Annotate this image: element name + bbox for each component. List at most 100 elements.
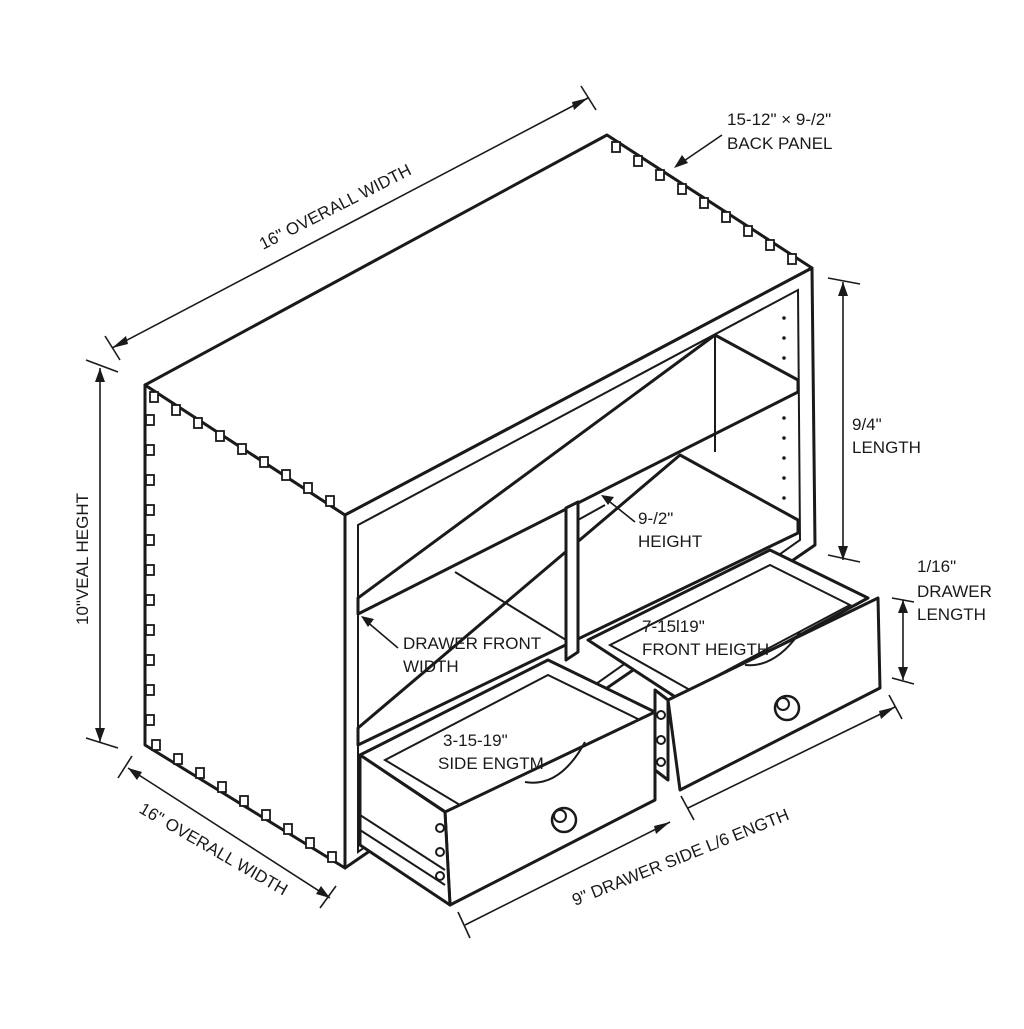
dovetail [303, 482, 313, 494]
left-drawer[interactable] [358, 658, 657, 907]
dovetail [145, 624, 155, 636]
arrowhead [838, 546, 848, 560]
runner-line [359, 814, 446, 871]
dim-tick [104, 335, 121, 361]
dim-drawer-side-left [464, 821, 671, 926]
dimension-lines [85, 85, 915, 939]
label-side-length: SIDE ENGTM [438, 754, 544, 773]
shelf-pin-dots [782, 316, 786, 500]
dovetail [633, 155, 643, 167]
dovetails-top-front [149, 391, 335, 507]
arrowhead [112, 336, 128, 348]
runner-line [359, 829, 446, 886]
arrowhead [898, 667, 908, 680]
dovetail [261, 809, 271, 821]
dovetail [677, 183, 687, 195]
label-front-height-value: 7-15l19" [642, 617, 705, 636]
center-divider [564, 500, 580, 662]
dim-tick [85, 359, 119, 373]
dovetail [787, 253, 797, 265]
label-drawer-front-width-2: WIDTH [403, 657, 459, 676]
interior-line [454, 571, 567, 641]
dovetail [239, 795, 249, 807]
dovetail [655, 169, 665, 181]
upper-shelf [356, 333, 800, 616]
arrowhead [674, 155, 688, 168]
dovetail [721, 211, 731, 223]
arrowhead [128, 768, 142, 780]
arrowhead [316, 886, 330, 898]
right-drawer-front[interactable] [666, 596, 882, 792]
dim-tick [580, 85, 597, 111]
arrowhead [95, 368, 105, 382]
dovetail [145, 684, 155, 696]
label-front-height: FRONT HEIGTH [642, 640, 769, 659]
label-back-panel: BACK PANEL [727, 134, 833, 153]
dovetail [145, 564, 155, 576]
dovetail [145, 474, 155, 486]
drawer-screw [656, 757, 666, 767]
label-overall-height: 10"VEAL HEGHT [73, 493, 92, 625]
dovetail [327, 851, 337, 863]
dim-tick [891, 677, 915, 685]
drawer-front-leader [364, 619, 399, 649]
drawer-screw [656, 710, 666, 720]
dovetail [145, 444, 155, 456]
dovetails-top-back [611, 141, 797, 265]
dim-tick [457, 911, 471, 939]
arrowhead [95, 728, 105, 742]
dovetail [215, 430, 225, 442]
interior-line [577, 504, 606, 521]
dovetail [145, 714, 155, 726]
dim-bottom-width [127, 767, 331, 899]
knob-highlight [776, 697, 790, 711]
dovetail [145, 504, 155, 516]
dim-tick [117, 755, 133, 779]
label-right-length: LENGTH [852, 438, 921, 457]
dim-tick [680, 795, 695, 821]
label-drawer-front-width-1: DRAWER FRONT [403, 634, 541, 653]
knob-highlight [553, 809, 567, 823]
dovetail [305, 837, 315, 849]
arrowhead [879, 707, 895, 719]
label-shelf-height: HEIGHT [638, 532, 702, 551]
dovetails-bottom [151, 739, 337, 863]
dovetail [281, 469, 291, 481]
right-drawer[interactable] [586, 548, 882, 792]
arrowhead [361, 616, 374, 627]
dovetails-left-edge [145, 414, 155, 726]
dovetail [145, 414, 155, 426]
dovetail [173, 753, 183, 765]
label-back-panel-dim: 15-12" × 9-/2" [727, 110, 831, 129]
label-drawer-length-1: DRAWER [917, 582, 992, 601]
dovetail [259, 456, 269, 468]
label-side-length-value: 3-15-19" [443, 731, 508, 750]
dovetail [171, 404, 181, 416]
dim-tick [85, 737, 119, 749]
dim-drawer-side-right [687, 706, 896, 809]
right-drawer-box-inner [607, 563, 853, 692]
arrowhead [838, 282, 848, 296]
dovetail [283, 823, 293, 835]
right-drawer-side [586, 548, 870, 702]
left-drawer-handle-cutout [524, 741, 586, 784]
label-right-length-value: 9/4" [852, 415, 882, 434]
arrowhead [654, 822, 670, 834]
dovetail [217, 781, 227, 793]
dovetail [699, 197, 709, 209]
dovetail [237, 443, 247, 455]
dovetail [149, 391, 159, 403]
dovetail [145, 594, 155, 606]
label-drawer-length-2: LENGTH [917, 605, 986, 624]
dovetail [765, 239, 775, 251]
drawer-screw [435, 871, 445, 881]
dim-tick [888, 694, 903, 720]
dovetail [325, 495, 335, 507]
dim-tick [827, 554, 861, 563]
drawer-screw [435, 847, 445, 857]
dovetail [195, 767, 205, 779]
drawer-screw [656, 735, 666, 745]
arrowhead [898, 600, 908, 613]
